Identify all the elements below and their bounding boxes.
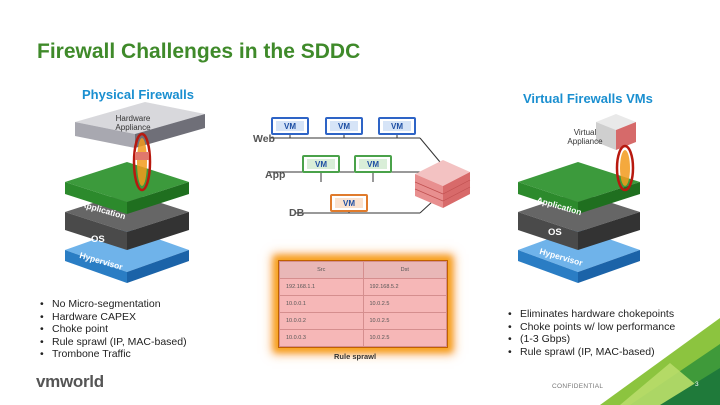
bullet-continuation: (1-3 Gbps): [508, 333, 675, 346]
virtual-appliance-label: Virtual Appliance: [567, 128, 603, 146]
app-tier-label: App: [265, 169, 286, 181]
left-os-layer: OS: [91, 234, 105, 245]
db-vm: VM: [330, 194, 368, 212]
table-cell: 192.168.5.2: [362, 278, 447, 296]
physical-firewalls-heading: Physical Firewalls: [82, 87, 195, 102]
table-cell: 10.0.0.2: [279, 312, 364, 330]
bullet-item: Eliminates hardware chokepoints: [508, 308, 675, 321]
vmworld-logo: vmworld: [36, 372, 104, 391]
hardware-appliance-label: Hardware Appliance: [115, 114, 151, 132]
page-number: 3: [695, 381, 699, 388]
physical-firewall-stack: [65, 102, 205, 283]
table-cell: 192.168.1.1: [279, 278, 364, 296]
corner-decoration: [600, 318, 720, 405]
web-vm: VM: [271, 117, 309, 135]
bullet-item: Rule sprawl (IP, MAC-based): [40, 336, 187, 349]
bullet-item: Trombone Traffic: [40, 348, 187, 361]
web-vm: VM: [325, 117, 363, 135]
db-tier-label: DB: [289, 207, 305, 219]
physical-firewalls-bullets: No Micro-segmentation Hardware CAPEX Cho…: [40, 298, 187, 361]
table-row: 10.0.0.3 10.0.2.5: [279, 329, 447, 347]
table-cell: 10.0.2.5: [362, 329, 447, 347]
rule-sprawl-caption: Rule sprawl: [334, 352, 377, 361]
bullet-item: Choke points w/ low performance: [508, 321, 675, 334]
virtual-firewall-stack: [518, 114, 640, 283]
table-cell: 10.0.2.5: [362, 312, 447, 330]
rules-header-src: Src: [279, 261, 364, 279]
slide-title: Firewall Challenges in the SDDC: [37, 40, 361, 63]
bullet-item: Choke point: [40, 323, 187, 336]
bullet-item: No Micro-segmentation: [40, 298, 187, 311]
table-cell: 10.0.0.3: [279, 329, 364, 347]
table-row: 192.168.1.1 192.168.5.2: [279, 278, 447, 296]
table-row: 10.0.0.1 10.0.2.5: [279, 295, 447, 313]
bullet-item: Rule sprawl (IP, MAC-based): [508, 346, 675, 359]
table-row: 10.0.0.2 10.0.2.5: [279, 312, 447, 330]
right-os-layer: OS: [548, 227, 562, 238]
virtual-firewalls-heading: Virtual Firewalls VMs: [523, 91, 653, 106]
firewall-rules-table: Src Dst 192.168.1.1 192.168.5.2 10.0.0.1…: [278, 260, 448, 348]
confidential-label: CONFIDENTIAL: [552, 383, 604, 390]
bullet-item: Hardware CAPEX: [40, 311, 187, 324]
table-cell: 10.0.0.1: [279, 295, 364, 313]
app-vm: VM: [354, 155, 392, 173]
three-tier-network-diagram: [270, 128, 471, 214]
app-vm: VM: [302, 155, 340, 173]
table-cell: 10.0.2.5: [362, 295, 447, 313]
virtual-firewalls-bullets: Eliminates hardware chokepoints Choke po…: [508, 308, 675, 358]
web-vm: VM: [378, 117, 416, 135]
web-tier-label: Web: [253, 133, 275, 145]
rules-header-dst: Dst: [362, 261, 447, 279]
